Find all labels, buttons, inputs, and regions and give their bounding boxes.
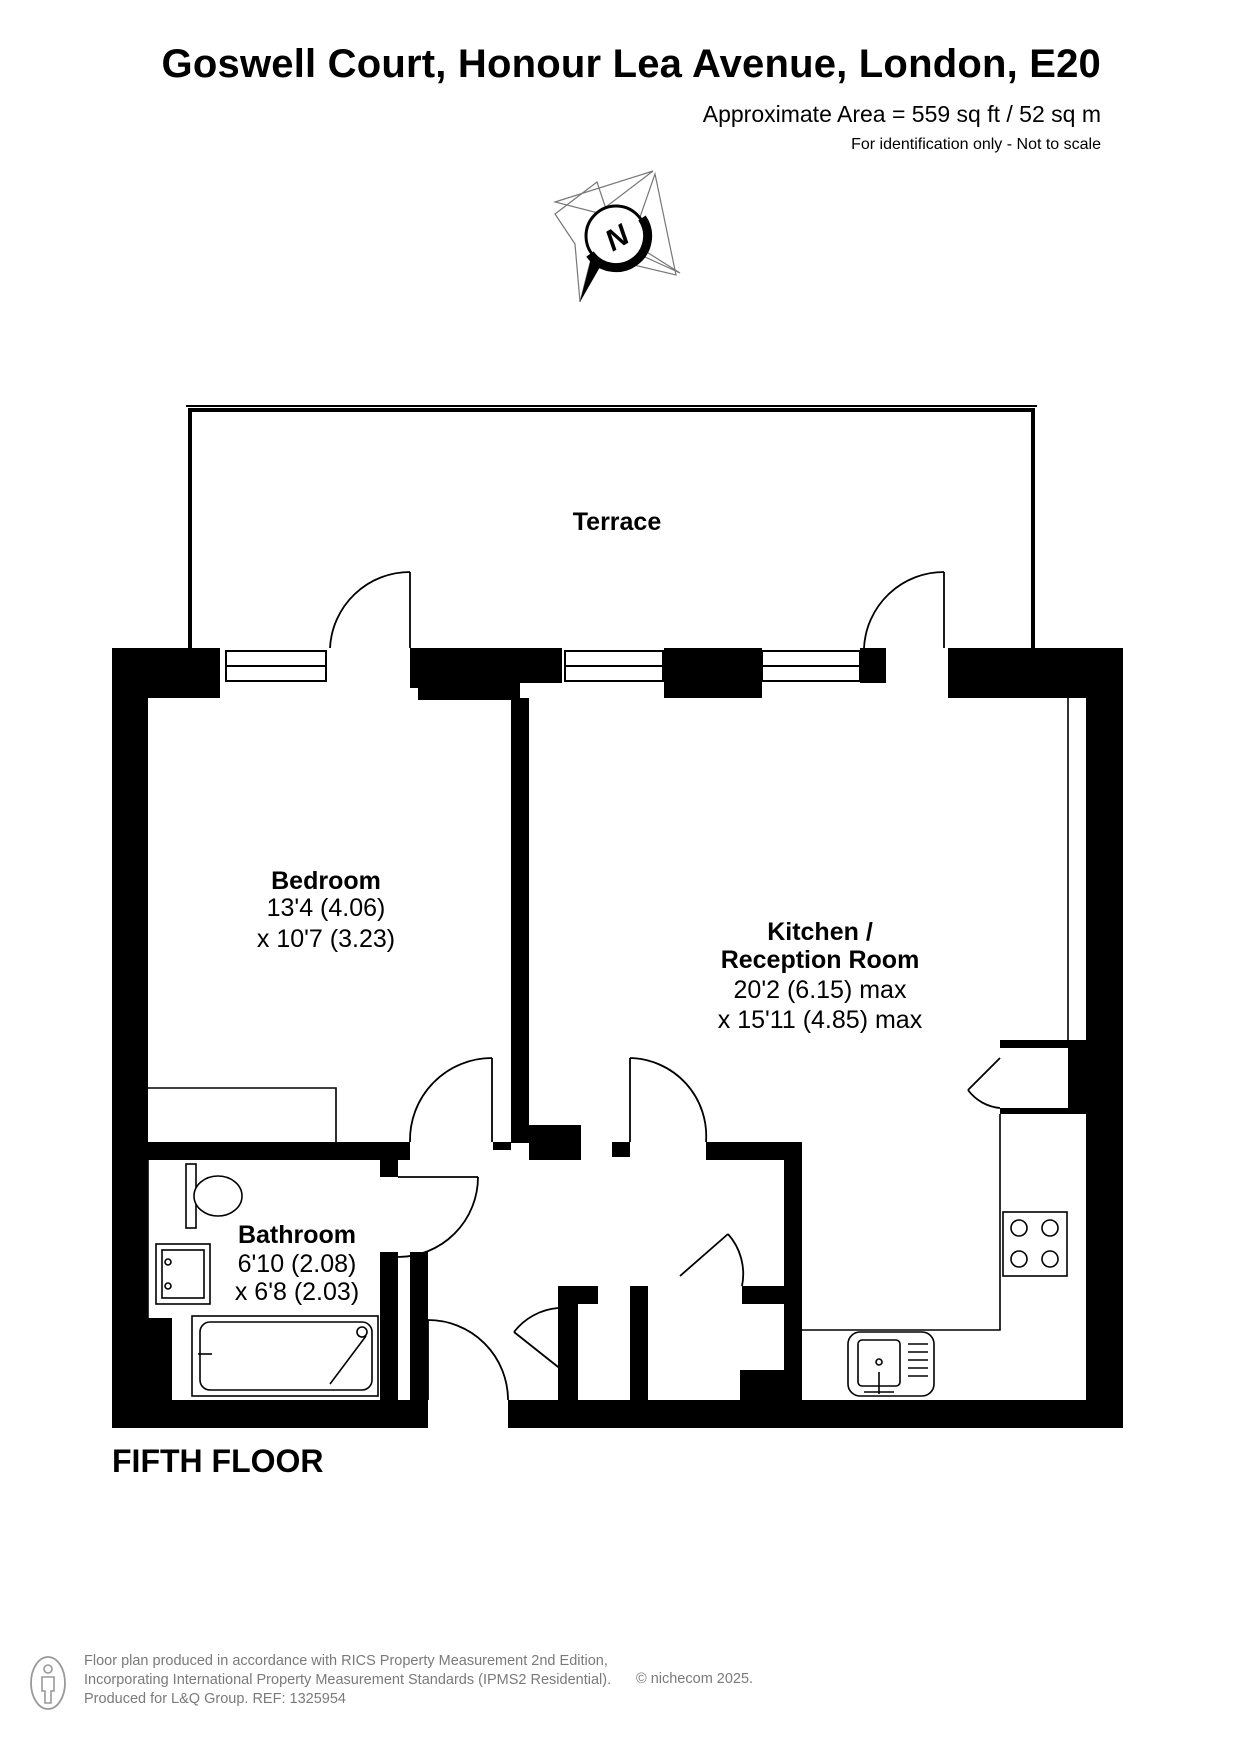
doors <box>329 571 1001 1401</box>
bathroom-dimension-1: 6'10 (2.08) <box>238 1250 357 1278</box>
kitchen-label-2: Reception Room <box>721 946 920 974</box>
kitchen-dimension-1: 20'2 (6.15) max <box>734 976 907 1004</box>
compass-icon: N <box>552 170 681 303</box>
bedroom-label: Bedroom <box>271 867 381 895</box>
sink-icon <box>847 1331 935 1397</box>
windows <box>225 650 861 682</box>
copyright-notice: © nichecom 2025. <box>636 1671 754 1687</box>
toilet-icon <box>185 1163 243 1229</box>
kitchen-label-1: Kitchen / <box>767 918 873 946</box>
identification-note: For identification only - Not to scale <box>851 136 1101 153</box>
hob-icon <box>1002 1211 1068 1277</box>
fixture-lines <box>147 698 1069 1331</box>
property-address-title: Goswell Court, Honour Lea Avenue, London… <box>161 42 1101 86</box>
bedroom-dimension-2: x 10'7 (3.23) <box>257 925 395 953</box>
interior-walls <box>148 698 1086 1400</box>
bathroom-dimension-2: x 6'8 (2.03) <box>235 1278 359 1306</box>
footer-line-3: Produced for L&Q Group. REF: 1325954 <box>84 1691 346 1707</box>
footer-notes: Floor plan produced in accordance with R… <box>84 1652 611 1709</box>
terrace-outline <box>186 405 1037 648</box>
footer-line-1: Floor plan produced in accordance with R… <box>84 1653 608 1669</box>
bedroom-dimension-1: 13'4 (4.06) <box>267 894 386 922</box>
bathroom-label: Bathroom <box>238 1221 356 1249</box>
floor-label: FIFTH FLOOR <box>112 1443 324 1479</box>
basin-icon <box>155 1243 211 1305</box>
room-labels: Terrace Bedroom 13'4 (4.06) x 10'7 (3.23… <box>235 508 923 1306</box>
kitchen-dimension-2: x 15'11 (4.85) max <box>718 1006 923 1034</box>
footer-line-2: Incorporating International Property Mea… <box>84 1672 612 1688</box>
terrace-label: Terrace <box>573 508 662 536</box>
bathtub-icon <box>191 1315 379 1397</box>
approximate-area: Approximate Area = 559 sq ft / 52 sq m <box>702 101 1101 127</box>
person-icon <box>30 1656 66 1710</box>
exterior-walls <box>112 648 1123 1428</box>
